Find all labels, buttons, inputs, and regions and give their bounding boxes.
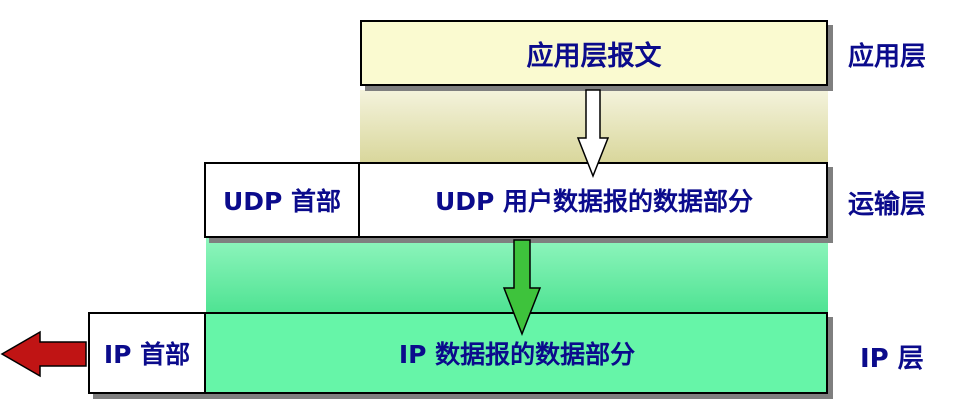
ip-header-bg (90, 314, 204, 392)
udp-header-divider (358, 162, 360, 238)
white-down-arrow (576, 89, 610, 179)
ip-datagram-box (88, 312, 828, 394)
ip-header-label: IP 首部 (103, 340, 191, 369)
red-left-arrow (0, 330, 87, 378)
app-message-box (360, 20, 828, 86)
app-message-label: 应用层报文 (526, 40, 662, 72)
ip-data-label: IP 数据报的数据部分 (398, 340, 636, 369)
layer-label-transport: 运输层 (848, 190, 927, 220)
green-down-arrow (502, 239, 542, 337)
layer-label-ip: IP 层 (860, 344, 924, 374)
ip-header-divider (204, 312, 206, 394)
udp-header-label: UDP 首部 (222, 187, 342, 216)
udp-datagram-box (204, 162, 828, 238)
udp-data-label: UDP 用户数据报的数据部分 (434, 187, 754, 216)
layer-label-application: 应用层 (848, 42, 927, 72)
